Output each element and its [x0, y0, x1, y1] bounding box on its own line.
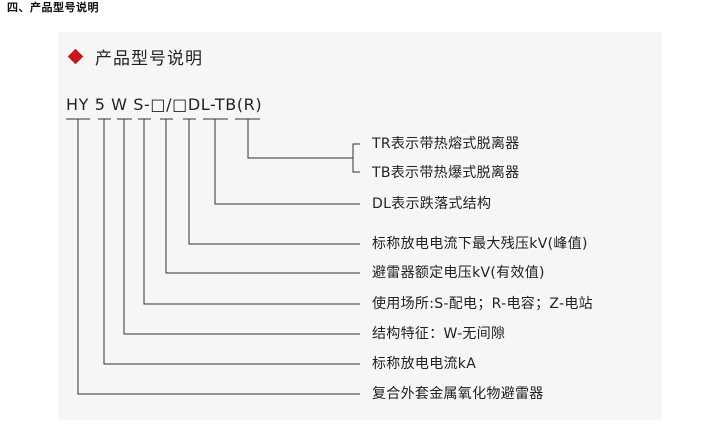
- desc-tr: TR表示带热熔式脱离器: [372, 136, 520, 152]
- panel-title: 产品型号说明: [95, 48, 203, 69]
- desc-rated-voltage: 避雷器额定电压kV(有效值): [372, 265, 545, 281]
- desc-structure: 结构特征：W-无间隙: [372, 326, 506, 342]
- desc-composite-arrester: 复合外套金属氧化物避雷器: [372, 386, 544, 402]
- desc-discharge-current: 标称放电电流kA: [372, 356, 477, 372]
- desc-dl: DL表示跌落式结构: [372, 196, 492, 212]
- desc-usage-location: 使用场所:S-配电；R-电容；Z-电站: [372, 296, 593, 312]
- model-code: HY 5 W S-□/□DL-TB(R): [66, 95, 263, 114]
- desc-residual-voltage: 标称放电电流下最大残压kV(峰值): [372, 236, 588, 252]
- panel-title-row: 产品型号说明: [66, 44, 203, 69]
- model-description-panel: [58, 32, 662, 420]
- desc-tb: TB表示带热爆式脱离器: [372, 165, 520, 181]
- section-heading: 四、产品型号说明: [7, 1, 99, 14]
